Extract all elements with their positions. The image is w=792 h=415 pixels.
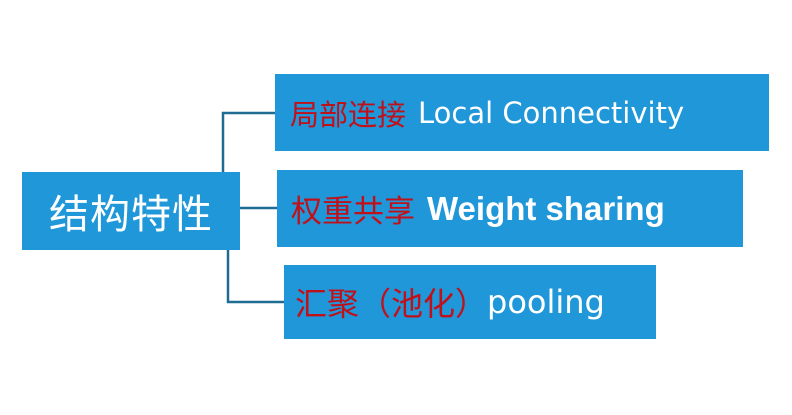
connector-to-child-1 xyxy=(221,111,275,172)
child-node-cn-label: 局部连接 xyxy=(290,97,407,132)
connector-to-child-3 xyxy=(226,250,284,304)
child-node-en-label: pooling xyxy=(487,283,605,321)
child-node-local-connectivity: 局部连接 Local Connectivity xyxy=(275,74,769,151)
root-node: 结构特性 xyxy=(22,172,240,250)
child-node-pooling: 汇聚（池化） pooling xyxy=(284,265,656,339)
child-node-en-label: Local Connectivity xyxy=(418,95,685,130)
root-node-label: 结构特性 xyxy=(49,192,213,238)
child-node-cn-label: 权重共享 xyxy=(291,194,415,230)
child-node-cn-label: 汇聚（池化） xyxy=(295,285,488,323)
child-node-en-label: Weight sharing xyxy=(427,189,665,227)
child-node-weight-sharing: 权重共享 Weight sharing xyxy=(277,170,743,247)
